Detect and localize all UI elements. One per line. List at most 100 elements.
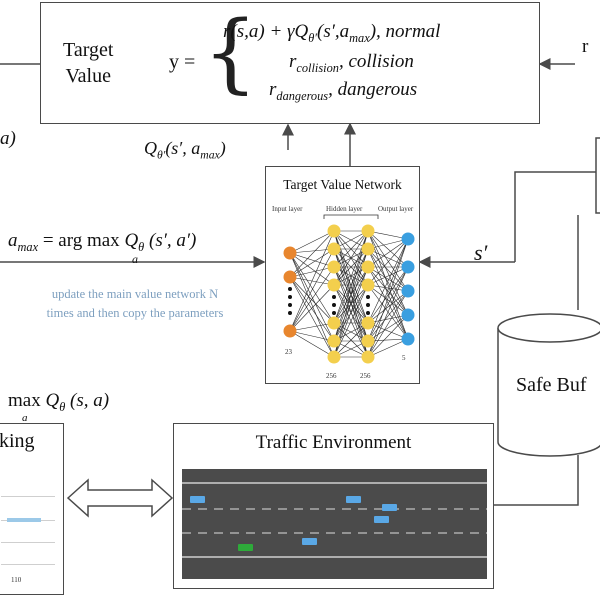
nn-edge (333, 284, 369, 358)
max-q-label: max Qθ (s, a) (8, 390, 109, 415)
nn-edge (333, 284, 369, 342)
target-network-title: Target Value Network (283, 177, 402, 192)
vehicle-1 (190, 496, 205, 503)
nn-edge (333, 230, 369, 286)
case-dangerous-tail: , dangerous (328, 79, 418, 100)
q-target-args: (s′, a (165, 138, 201, 158)
left-panel-line-3 (1, 542, 55, 543)
nn-ellipsis-dot (288, 287, 292, 291)
left-panel-title: king (0, 430, 35, 452)
left-edge-label: a) (0, 128, 16, 149)
nn-edge (289, 230, 335, 278)
update-caption-line2: times and then copy the parameters (46, 306, 224, 320)
max-q-sub: θ (59, 399, 66, 414)
vehicle-2 (346, 496, 361, 503)
nn-edge (367, 266, 409, 292)
nn-edge (367, 338, 409, 358)
q-target-sub: θ′ (157, 148, 166, 162)
nn-edge (367, 238, 409, 268)
case-normal-args: (s′,a (317, 21, 350, 42)
update-caption: update the main value network N times an… (10, 285, 260, 323)
case-normal-main: r(s,a) + γQ (223, 21, 309, 42)
nn-node (283, 324, 297, 338)
nn-edge (289, 230, 335, 332)
nn-edge (367, 248, 409, 340)
target-network-box: Target Value Network Input layer Hidden … (265, 166, 420, 384)
a-max-a: a (8, 230, 18, 251)
q-target-close: ) (219, 138, 226, 158)
nn-node (327, 278, 341, 292)
a-max-eq: = arg max (42, 230, 120, 251)
nn-edge (333, 248, 369, 286)
nn-edge (367, 248, 409, 292)
nn-edge (289, 248, 335, 254)
vehicle-3 (382, 504, 397, 511)
hidden-layer-bracket (323, 214, 379, 219)
hidden-layer-label: Hidden layer (326, 205, 363, 213)
nn-edge (289, 330, 335, 358)
input-layer-label: Input layer (272, 205, 303, 213)
input-count: 23 (285, 348, 292, 356)
double-arrow (66, 478, 174, 518)
case-normal-sub: θ′ (308, 30, 317, 45)
road (182, 469, 487, 579)
nn-edge (367, 230, 409, 240)
nn-node (401, 284, 415, 298)
nn-edge (367, 266, 409, 340)
nn-ellipsis-dot (332, 311, 336, 315)
nn-edge (367, 290, 409, 358)
nn-edge (289, 284, 335, 332)
safe-buffer-label: Safe Buf (516, 374, 587, 396)
case-normal-args-sub: max (349, 30, 370, 45)
nn-edge (367, 290, 409, 324)
target-value-label-line1: Target (63, 39, 114, 61)
nn-edge (289, 266, 335, 332)
nn-node (283, 246, 297, 260)
nn-node (401, 332, 415, 346)
nn-node (327, 316, 341, 330)
nn-edge (289, 252, 335, 286)
safe-buffer-cylinder (497, 313, 600, 457)
output-count: 5 (402, 354, 406, 362)
a-max-sub: max (17, 239, 39, 254)
nn-edge (367, 266, 409, 358)
nn-node (361, 224, 375, 238)
left-panel-line-1 (1, 496, 55, 497)
nn-ellipsis-dot (366, 303, 370, 307)
a-max-under: a (132, 252, 138, 266)
case-collision-sub: collision (296, 60, 339, 75)
nn-node (327, 224, 341, 238)
case-dangerous-r: r (269, 79, 277, 100)
nn-edge (367, 238, 409, 342)
nn-node (361, 260, 375, 274)
nn-edge (367, 266, 409, 316)
case-collision-tail: , collision (338, 51, 414, 72)
nn-node (327, 334, 341, 348)
traffic-environment-box: Traffic Environment (173, 423, 494, 589)
a-max-equation: amax = arg max Qθ (s′, a′) (8, 230, 196, 255)
max-q-under: a (22, 412, 28, 424)
left-panel-line-4 (1, 564, 55, 565)
nn-connections (289, 230, 409, 358)
nn-node (327, 260, 341, 274)
nn-edge (289, 248, 335, 332)
a-max-q-sub: θ (138, 239, 145, 254)
nn-ellipsis-dot (332, 303, 336, 307)
nn-edge (367, 266, 409, 342)
nn-edge (367, 238, 409, 250)
q-target-q: Q (144, 138, 157, 158)
a-max-args: (s′, a′) (149, 230, 197, 251)
nn-edge (289, 252, 335, 268)
neural-network-graphic (283, 214, 415, 364)
target-value-box: Target Value y = { r(s,a) + γQθ′(s′,amax… (40, 2, 540, 124)
lane-markings (182, 482, 487, 558)
y-equals: y = (169, 51, 196, 73)
nn-edge (367, 314, 409, 358)
target-value-label-line2: Value (65, 65, 111, 87)
nn-edge (289, 266, 335, 278)
left-panel-marker (7, 518, 41, 522)
case-normal: r(s,a) + γQθ′(s′,amax), normal (223, 21, 440, 46)
nn-edge (289, 276, 335, 342)
nn-ellipsis-dot (332, 295, 336, 299)
